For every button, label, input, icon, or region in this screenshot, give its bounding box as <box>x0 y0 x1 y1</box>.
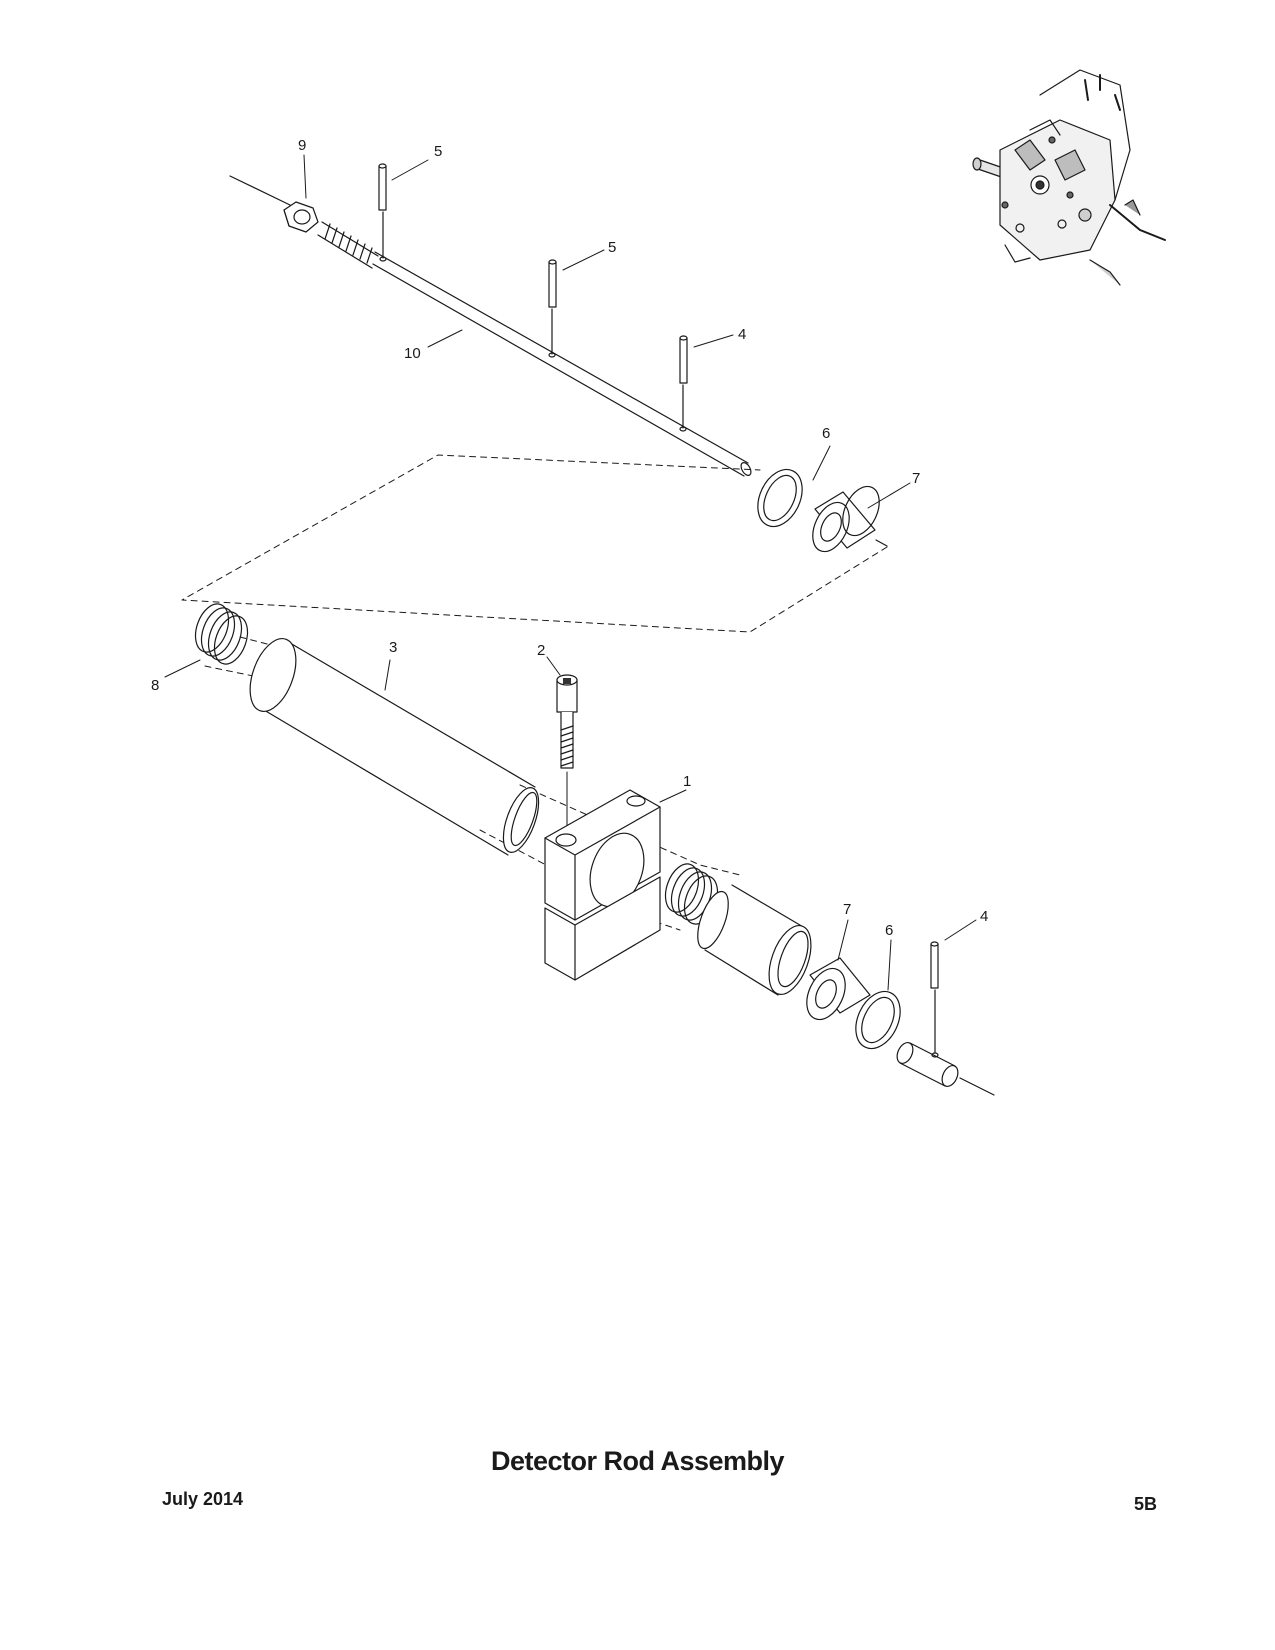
spring-left <box>194 603 249 665</box>
callout-bushing-top: 7 <box>912 470 920 487</box>
callout-pin-bottom: 4 <box>980 908 988 925</box>
cap-screw <box>556 674 578 843</box>
callout-block: 1 <box>683 773 691 790</box>
detector-rod-group <box>229 163 888 553</box>
callout-pin-a: 5 <box>434 143 442 160</box>
exploded-guides <box>181 454 888 931</box>
revision-date: July 2014 <box>162 1489 244 1509</box>
callout-bushing-bottom: 7 <box>843 901 851 918</box>
block-assembly-group <box>194 603 995 1096</box>
callout-labels: 10 9 5 5 4 6 7 1 2 3 8 7 6 4 <box>151 137 988 939</box>
callout-spring-left: 8 <box>151 677 159 694</box>
callout-nut: 9 <box>298 137 306 154</box>
leader-lines <box>164 154 977 991</box>
page-title: Detector Rod Assembly <box>490 1446 785 1476</box>
assembly-thumbnail <box>972 69 1166 286</box>
callout-rod: 10 <box>404 345 421 362</box>
callout-washer-top: 6 <box>822 425 830 442</box>
callout-pin-c: 4 <box>738 326 746 343</box>
page-number: 5B <box>1133 1494 1157 1514</box>
callout-pin-b: 5 <box>608 239 616 256</box>
callout-screw: 2 <box>537 642 545 659</box>
callout-washer-bottom: 6 <box>885 922 893 939</box>
callout-tube: 3 <box>389 639 397 656</box>
split-block <box>544 789 661 981</box>
